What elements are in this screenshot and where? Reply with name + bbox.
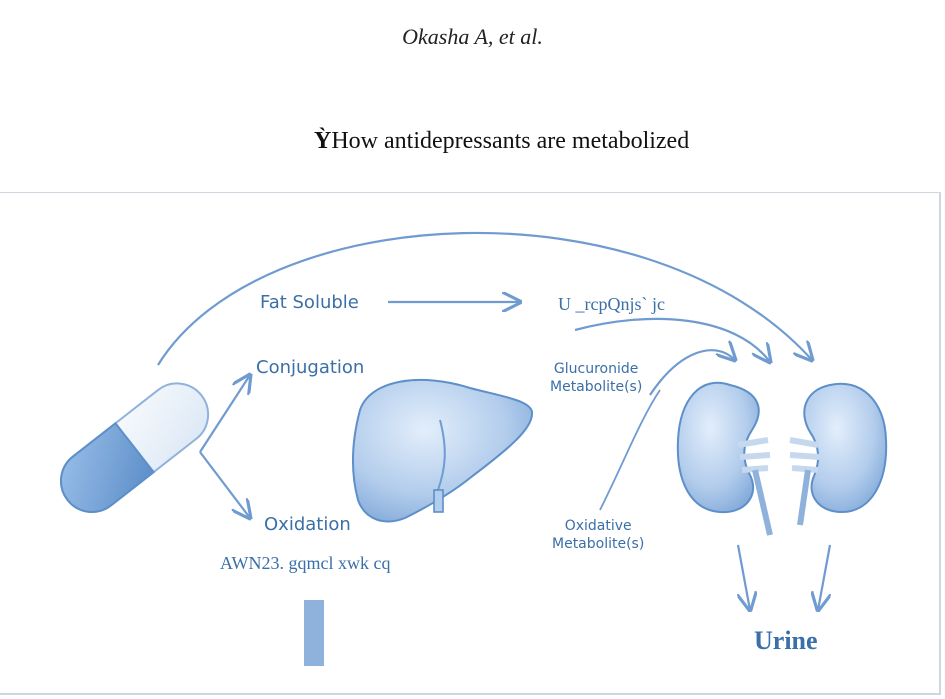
arc-arrow-capsule-to-kidney xyxy=(157,231,812,366)
fat-soluble-label: Fat Soluble xyxy=(260,292,359,313)
vertical-bar xyxy=(304,600,324,666)
glucuronide-line-2: Metabolite(s) xyxy=(550,379,643,395)
oxidative-line-1: Oxidative xyxy=(564,518,632,534)
capsule-icon xyxy=(60,382,210,513)
oxidation-arrow xyxy=(199,451,250,518)
author-line: Okasha A, et al. xyxy=(402,24,543,49)
figure-title: ỲHow antidepressants are metabolized xyxy=(314,128,689,155)
urine-arrow-right xyxy=(818,544,832,610)
glucuronide-arrow xyxy=(649,350,735,396)
urine-arrow-left xyxy=(736,544,750,610)
to-left-kidney-arrow-1 xyxy=(574,317,770,362)
conjugation-label: Conjugation xyxy=(256,357,365,378)
glucuronide-label: Glucuronide Metabolite(s) xyxy=(550,360,642,396)
garbled-bottom-label: AWN23. gqmcl xwk cq xyxy=(220,553,391,573)
conjugation-arrow xyxy=(199,375,250,453)
title-text: How antidepressants are metabolized xyxy=(331,128,690,154)
oxidative-label: Oxidative Metabolite(s) xyxy=(552,517,644,553)
liver-icon xyxy=(351,378,534,523)
left-kidney-icon xyxy=(676,381,773,536)
oxidation-label: Oxidation xyxy=(264,514,351,535)
oxidative-arrow xyxy=(599,389,661,511)
oxidative-line-2: Metabolite(s) xyxy=(552,536,645,552)
title-marker: Ỳ xyxy=(314,128,332,154)
right-kidney-icon xyxy=(789,382,888,526)
garbled-right-label: U _rcpQnjs` jc xyxy=(558,294,665,314)
urine-label: Urine xyxy=(754,626,818,655)
glucuronide-line-1: Glucuronide xyxy=(553,361,639,377)
